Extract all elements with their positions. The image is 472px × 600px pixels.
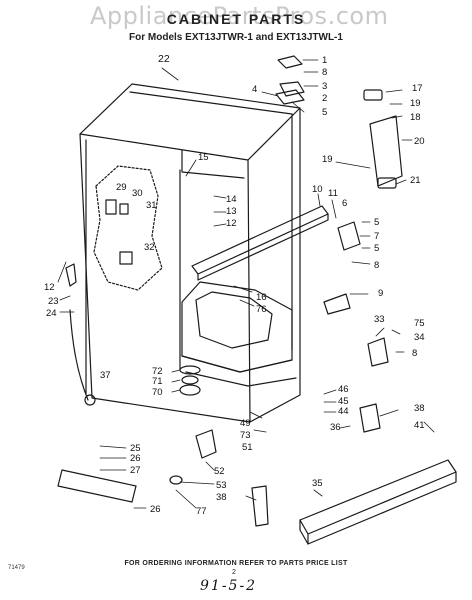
callout-8c: 8: [412, 348, 417, 359]
callout-11: 11: [328, 188, 338, 199]
page-subtitle: For Models EXT13JTWR-1 and EXT13JTWL-1: [129, 32, 343, 43]
callout-20: 20: [414, 136, 425, 147]
callout-5b: 5: [374, 217, 379, 228]
callout-30: 30: [132, 188, 143, 199]
callout-27: 27: [130, 465, 141, 476]
callout-36: 36: [330, 422, 341, 433]
callout-5: 5: [322, 107, 327, 118]
callout-34: 34: [414, 332, 425, 343]
top-hinge: [275, 55, 305, 105]
callout-49: 49: [240, 418, 251, 429]
page-number: 2: [232, 569, 236, 576]
callout-8b: 8: [374, 260, 379, 271]
bottom-grille: [57, 459, 457, 545]
callout-33: 33: [374, 314, 385, 325]
drain-tube: [65, 263, 89, 401]
callout-5c: 5: [374, 243, 379, 254]
callout-17: 17: [412, 83, 423, 94]
handwritten-code: 91-5-2: [200, 578, 258, 594]
callout-53: 53: [216, 480, 227, 491]
cabinet-shell: [79, 83, 301, 423]
callout-75: 75: [414, 318, 425, 329]
callout-37: 37: [100, 370, 111, 381]
callout-3: 3: [322, 81, 327, 92]
callout-6: 6: [342, 198, 347, 209]
callout-46: 46: [338, 384, 349, 395]
middle-hinge: [323, 221, 389, 367]
leader-lines: [57, 59, 435, 509]
ordering-footer: FOR ORDERING INFORMATION REFER TO PARTS …: [124, 560, 348, 567]
callout-1: 1: [322, 55, 327, 66]
callout-26b: 26: [150, 504, 161, 515]
callout-12: 12: [226, 218, 237, 229]
watermark: AppliancePartsPros.com: [90, 2, 389, 30]
callout-44: 44: [338, 406, 349, 417]
callout-38: 38: [414, 403, 425, 414]
callout-29: 29: [116, 182, 127, 193]
callout-15: 15: [198, 152, 209, 163]
callout-19b: 19: [322, 154, 333, 165]
callout-35: 35: [312, 478, 323, 489]
cutaway-detail: [93, 165, 163, 291]
callout-45: 45: [338, 396, 349, 407]
callout-2: 2: [322, 93, 327, 104]
callout-70: 70: [152, 387, 163, 398]
callout-71: 71: [152, 376, 163, 387]
callout-77: 77: [196, 506, 207, 517]
callout-18: 18: [410, 112, 421, 123]
callout-52: 52: [214, 466, 225, 477]
callout-4: 4: [252, 84, 257, 95]
callout-16: 16: [256, 292, 267, 303]
shelf-rail: [191, 205, 329, 281]
bottom-pan: [181, 281, 297, 387]
callout-12b: 12: [44, 282, 55, 293]
callout-38b: 38: [216, 492, 227, 503]
door-hinge-bracket: [363, 89, 403, 189]
callout-21: 21: [410, 175, 421, 186]
callout-26: 26: [130, 453, 141, 464]
callout-32: 32: [144, 242, 155, 253]
callout-76: 76: [256, 304, 267, 315]
callout-23: 23: [48, 296, 59, 307]
callout-13: 13: [226, 206, 237, 217]
catalog-code: 71479: [8, 565, 25, 571]
callout-31: 31: [146, 200, 157, 211]
page-title: CABINET PARTS: [166, 11, 306, 27]
callout-19: 19: [410, 98, 421, 109]
callout-10: 10: [312, 184, 323, 195]
callout-14: 14: [226, 194, 237, 205]
callout-41: 41: [414, 420, 425, 431]
callout-25: 25: [130, 443, 141, 454]
callout-labels: 1 8 3 4 2 5 22 17 19 18 20 19 21 15 10 1…: [44, 53, 425, 517]
callout-8: 8: [322, 67, 327, 78]
callout-51: 51: [242, 442, 253, 453]
callout-24: 24: [46, 308, 57, 319]
callout-72: 72: [152, 366, 163, 377]
callout-7: 7: [374, 231, 379, 242]
callout-22: 22: [158, 53, 170, 65]
callout-73: 73: [240, 430, 251, 441]
callout-9: 9: [378, 288, 383, 299]
